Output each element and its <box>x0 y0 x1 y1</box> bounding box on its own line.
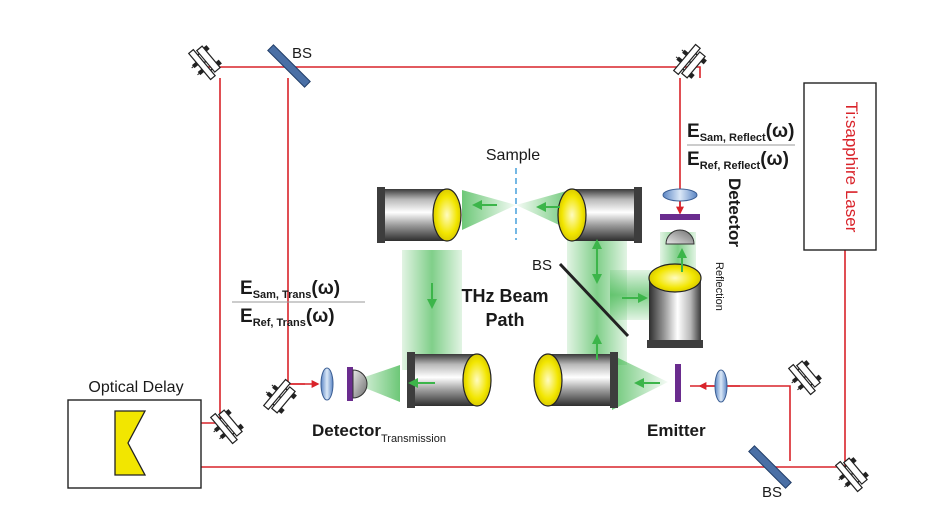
detector-reflect-sublabel: Reflection <box>713 262 725 311</box>
detector-trans-sublabel: Transmission <box>381 433 446 445</box>
lens-trans <box>320 367 334 401</box>
mirror-mount-top-right <box>667 39 711 84</box>
parabolic-mirror-bottom-right <box>533 351 619 409</box>
detector-reflect-label: Detector <box>725 178 744 247</box>
bs-bottom-label: BS <box>762 484 782 501</box>
ratio-reflect-den-sub: Ref, Reflect <box>700 160 761 172</box>
thz-beam-label-line2: Path <box>485 310 524 330</box>
sample-label: Sample <box>486 147 540 164</box>
ratio-trans-num-sub: Sam, Trans <box>253 289 312 301</box>
hemisphere-lens-reflect <box>665 229 695 245</box>
corner-cube-retroreflector <box>114 410 147 476</box>
parabolic-mirror-top-right <box>557 186 643 244</box>
svg-text:ESam, Reflect(ω): ESam, Reflect(ω) <box>687 121 794 144</box>
svg-text:ERef, Reflect(ω): ERef, Reflect(ω) <box>687 149 789 172</box>
svg-text:DetectorTransmission: DetectorTransmission <box>312 421 446 445</box>
crystal-trans <box>347 367 353 401</box>
optical-delay-label: Optical Delay <box>88 379 183 396</box>
mirror-mount-trans-detector <box>257 374 301 419</box>
parabolic-mirror-top-left <box>376 186 462 244</box>
laser-label: Ti:sapphire Laser <box>842 102 861 233</box>
detector-trans-label: Detector <box>312 421 381 440</box>
crystal-reflect <box>660 214 700 220</box>
laser-source: Ti:sapphire Laser <box>803 82 877 251</box>
svg-text:ERef, Trans(ω): ERef, Trans(ω) <box>240 306 335 329</box>
lens-reflect <box>662 188 698 202</box>
laser-beam-path <box>140 66 846 468</box>
lens-emitter <box>714 369 728 403</box>
ratio-reflect-num-sub: Sam, Reflect <box>700 132 766 144</box>
ratio-reflect-den-main: E <box>687 149 700 170</box>
detector-transmission: DetectorTransmission <box>312 367 446 445</box>
ratio-reflect-den-tail: (ω) <box>760 149 789 170</box>
ratio-trans-den-tail: (ω) <box>306 306 335 327</box>
ratio-trans-num-main: E <box>240 278 253 299</box>
thz-beam-label-line1: THz Beam <box>461 286 548 306</box>
beamsplitter-top: BS <box>267 44 312 88</box>
bs-middle-label: BS <box>532 257 552 274</box>
ratio-reflect: ESam, Reflect(ω) ERef, Reflect(ω) <box>687 121 795 172</box>
parabolic-mirror-reflection <box>646 263 704 349</box>
ratio-reflect-num-main: E <box>687 121 700 142</box>
mirror-mount-laser-bottom <box>829 452 873 497</box>
thz-beamsplitter <box>558 262 630 338</box>
thz-direction-arrows <box>408 200 687 388</box>
emitter-label: Emitter <box>647 421 706 440</box>
svg-text:ESam, Trans(ω): ESam, Trans(ω) <box>240 278 340 301</box>
detector-reflection: Detector Reflection <box>660 178 744 311</box>
ratio-trans-num-tail: (ω) <box>311 278 340 299</box>
hemisphere-lens-trans <box>352 369 368 399</box>
bs-top-label: BS <box>292 45 312 62</box>
emitter-crystal <box>675 364 681 402</box>
optical-delay-stage: Optical Delay <box>67 379 202 489</box>
mirror-mount-top-left <box>182 40 226 85</box>
emitter: Emitter <box>647 364 728 440</box>
ratio-trans-den-main: E <box>240 306 253 327</box>
beamsplitter-bottom: BS <box>748 445 792 501</box>
ratio-reflect-num-tail: (ω) <box>766 121 795 142</box>
ratio-trans: ESam, Trans(ω) ERef, Trans(ω) <box>232 278 365 329</box>
ratio-trans-den-sub: Ref, Trans <box>253 317 306 329</box>
mirror-mount-delay-exit <box>204 404 248 449</box>
parabolic-mirror-bottom-left <box>406 351 492 409</box>
